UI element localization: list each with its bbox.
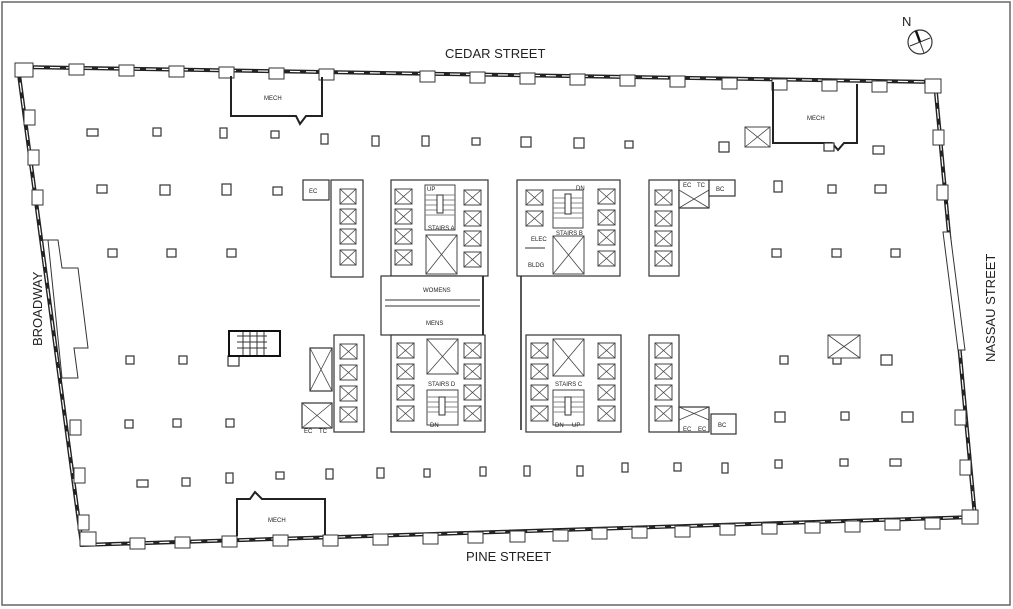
svg-text:BLDG: BLDG <box>528 263 545 269</box>
svg-text:EC: EC <box>698 427 707 433</box>
core-ne-elevators: EC TC BC <box>648 179 736 277</box>
core-stairs-c: STAIRS C DN UP <box>525 334 622 433</box>
core-stairs-b: ELEC BLDG DN STAIRS B <box>516 179 621 277</box>
north-label: N <box>902 14 911 29</box>
core-stairs-a: UP STAIRS A <box>390 179 489 277</box>
svg-text:STAIRS B: STAIRS B <box>556 231 583 237</box>
svg-text:STAIRS C: STAIRS C <box>555 382 583 388</box>
stairs-c-flight <box>552 389 585 426</box>
svg-text:STAIRS A: STAIRS A <box>428 226 455 232</box>
svg-text:BC: BC <box>718 423 727 429</box>
stairs-b-flight <box>552 189 584 229</box>
svg-text:UP: UP <box>572 423 580 429</box>
womens-restroom-label: WOMENS <box>423 288 451 294</box>
mech-room-ne: MECH <box>744 82 858 152</box>
perimeter-piers <box>14 62 979 550</box>
svg-text:ELEC: ELEC <box>531 237 547 243</box>
svg-text:DN: DN <box>576 186 585 192</box>
svg-text:MECH: MECH <box>264 96 282 102</box>
svg-text:EC: EC <box>683 427 692 433</box>
core-nw-elevators: EC <box>302 179 364 278</box>
svg-text:EC: EC <box>309 189 318 195</box>
street-west-label: BROADWAY <box>30 271 45 346</box>
structural-columns <box>86 127 914 488</box>
core-stairs-d: STAIRS D DN <box>390 334 486 433</box>
core-sw-elevators: EC TC <box>301 334 365 435</box>
stairs-a-flight <box>424 184 456 231</box>
svg-text:TC: TC <box>697 183 706 189</box>
core-se-elevators: EC EC BC <box>648 334 737 435</box>
stair-west <box>228 330 281 357</box>
elevator-cars-nw <box>339 188 357 266</box>
svg-text:MECH: MECH <box>807 116 825 122</box>
mech-room-nw: MECH <box>230 76 323 126</box>
svg-text:TC: TC <box>319 429 328 435</box>
street-south-label: PINE STREET <box>466 549 551 564</box>
restrooms: WOMENS MENS <box>380 275 522 430</box>
svg-text:EC: EC <box>304 429 313 435</box>
svg-text:UP: UP <box>427 187 435 193</box>
svg-text:DN: DN <box>430 423 439 429</box>
street-north-label: CEDAR STREET <box>445 46 545 61</box>
svg-text:DN: DN <box>555 423 564 429</box>
svg-text:BC: BC <box>716 187 725 193</box>
street-east-label: NASSAU STREET <box>983 254 998 362</box>
svg-text:STAIRS D: STAIRS D <box>428 382 456 388</box>
stairs-d-flight <box>426 389 459 426</box>
svg-text:MECH: MECH <box>268 518 286 524</box>
north-arrow-icon <box>907 29 933 55</box>
mens-restroom-label: MENS <box>426 321 443 327</box>
svg-text:EC: EC <box>683 183 692 189</box>
mech-room-sw: MECH <box>236 490 326 536</box>
